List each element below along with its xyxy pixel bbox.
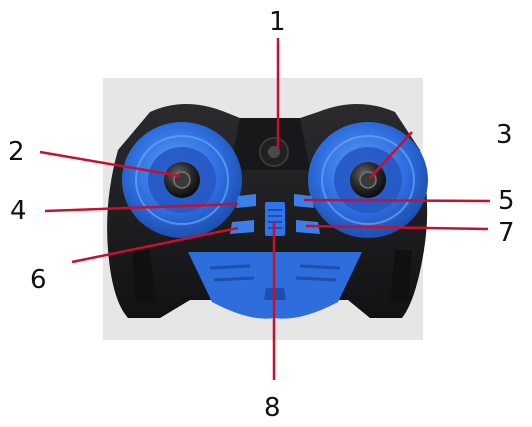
callout-number-6: 6 [30, 265, 47, 295]
callout-number-4: 4 [10, 196, 27, 226]
callout-number-5: 5 [498, 186, 515, 216]
callout-number-3: 3 [496, 120, 513, 150]
left-upper-button[interactable] [236, 194, 256, 208]
leader-line-5 [304, 200, 490, 201]
callout-number-2: 2 [8, 137, 25, 167]
center-dial[interactable] [260, 138, 288, 166]
callout-number-7: 7 [498, 218, 515, 248]
callout-number-8: 8 [264, 393, 281, 423]
left-joystick[interactable] [164, 162, 200, 198]
callout-number-1: 1 [269, 7, 286, 37]
left-lower-button[interactable] [230, 220, 254, 234]
